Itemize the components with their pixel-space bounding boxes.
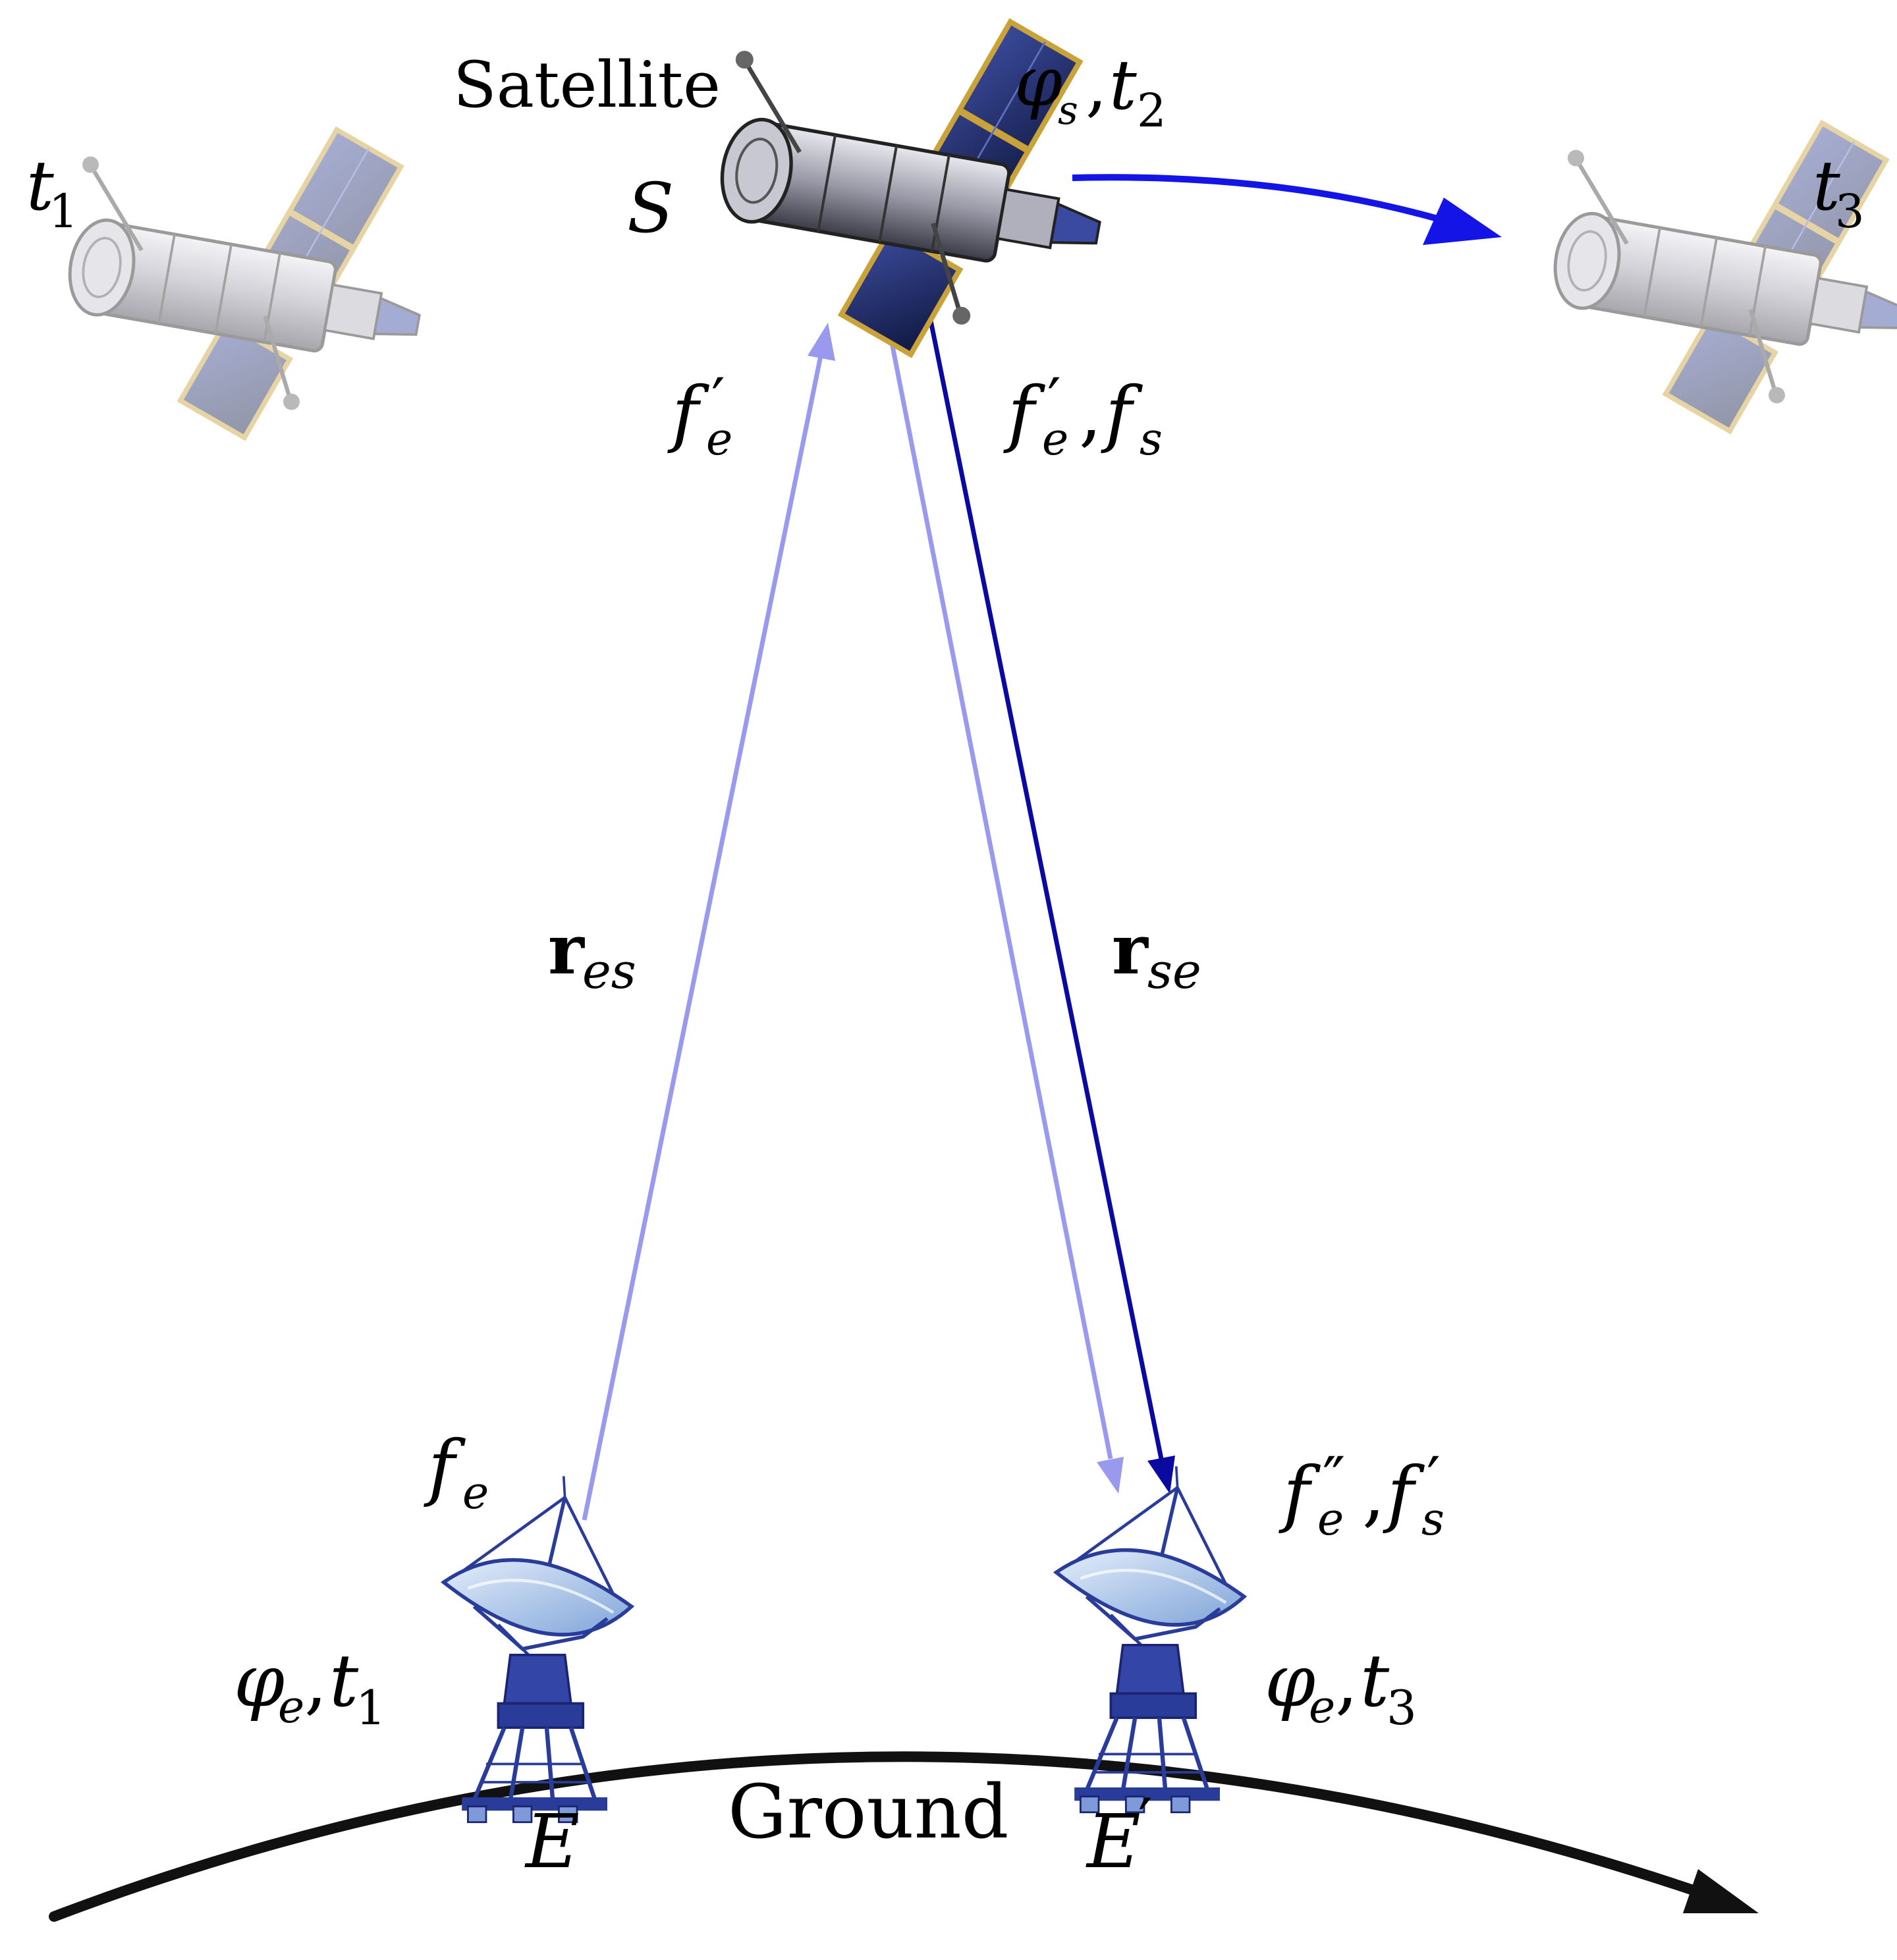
svg-text:,: , — [1335, 1639, 1358, 1723]
orbit-arrowhead — [1423, 198, 1502, 245]
svg-text:,: , — [1086, 45, 1107, 125]
svg-text:φ: φ — [1014, 41, 1062, 122]
downlink-arrowhead — [1147, 1456, 1175, 1494]
svg-text:f: f — [1101, 371, 1143, 455]
uplink-arrowhead — [808, 323, 835, 361]
svg-text:f: f — [667, 371, 709, 455]
svg-text:f: f — [1278, 1451, 1321, 1535]
time-t1-label: t 1 — [26, 146, 78, 238]
svg-text:r: r — [548, 909, 585, 990]
satellite-point-label: S — [627, 168, 674, 248]
svg-text:f: f — [1003, 371, 1045, 455]
svg-text:f: f — [424, 1425, 466, 1509]
svg-text:φ: φ — [234, 1639, 285, 1723]
satellite-label: Satellite — [453, 48, 721, 122]
svg-text:t: t — [1109, 45, 1137, 125]
svg-text:3: 3 — [1835, 184, 1865, 238]
satellite-phase-time-label: φ s , t 2 — [1014, 41, 1167, 138]
svg-text:1: 1 — [356, 1680, 386, 1735]
return-beam-light-arrowhead — [1097, 1457, 1124, 1494]
svg-text:2: 2 — [1137, 84, 1167, 138]
svg-text:e: e — [462, 1467, 489, 1519]
svg-text:t: t — [1813, 146, 1840, 226]
svg-text:1: 1 — [49, 184, 78, 238]
svg-text:,: , — [1079, 371, 1102, 455]
svg-text:E: E — [1086, 1799, 1141, 1885]
uplink-range-vector-label: r es — [548, 909, 636, 1000]
svg-text:e: e — [706, 414, 732, 466]
ground-curve — [49, 1751, 1718, 1922]
svg-text:φ: φ — [1265, 1639, 1315, 1723]
svg-text:s: s — [1140, 414, 1163, 466]
station-e-label: E — [524, 1799, 580, 1885]
time-t3-label: t 3 — [1813, 146, 1865, 238]
svg-text:es: es — [582, 943, 636, 1000]
svg-text:t: t — [26, 146, 54, 226]
svg-text:s: s — [1058, 88, 1078, 134]
svg-text:′: ′ — [1138, 1785, 1153, 1859]
downlink-beam — [927, 317, 1164, 1459]
station-e-prime-phase-time-label: φ e , t 3 — [1265, 1639, 1417, 1735]
ground-transmit-frequency-label: f e — [424, 1425, 489, 1519]
downlink-range-vector-label: r se — [1112, 909, 1201, 1000]
svg-text:e: e — [278, 1681, 304, 1733]
svg-text:se: se — [1147, 943, 1201, 1000]
ground-received-frequencies-label: f ″ e , f ′ s — [1278, 1444, 1444, 1546]
svg-text:f: f — [1383, 1451, 1425, 1535]
svg-text:e: e — [1309, 1681, 1335, 1733]
svg-text:s: s — [1421, 1494, 1444, 1546]
station-e-prime-label: E ′ — [1086, 1785, 1153, 1885]
svg-text:′: ′ — [1427, 1444, 1441, 1515]
uplink-received-frequency-label: f ′ e — [667, 366, 732, 466]
satellite-icon-t3 — [1548, 123, 1897, 431]
orbit-arrow — [1072, 174, 1457, 227]
svg-text:,: , — [1362, 1451, 1385, 1535]
uplink-beam — [582, 355, 823, 1521]
ground-label: Ground — [728, 1770, 1008, 1855]
svg-text:′: ′ — [711, 366, 725, 436]
svg-text:e: e — [1042, 414, 1068, 466]
svg-text:″: ″ — [1323, 1444, 1345, 1515]
ground-arrowhead — [1683, 1869, 1759, 1913]
return-beam-light — [887, 329, 1113, 1459]
svg-text:e: e — [1317, 1494, 1344, 1546]
svg-text:t: t — [1360, 1639, 1390, 1723]
svg-text:′: ′ — [1047, 366, 1061, 436]
svg-text:r: r — [1112, 909, 1149, 990]
station-e-phase-time-label: φ e , t 1 — [234, 1639, 386, 1735]
satellite-icon-t1 — [63, 130, 426, 438]
svg-text:t: t — [329, 1639, 359, 1723]
satellite-transmit-frequencies-label: f ′ e , f s — [1003, 366, 1163, 466]
svg-text:3: 3 — [1387, 1680, 1417, 1735]
radio-dish-antenna-icon-e — [444, 1476, 632, 1822]
svg-text:,: , — [304, 1639, 327, 1723]
